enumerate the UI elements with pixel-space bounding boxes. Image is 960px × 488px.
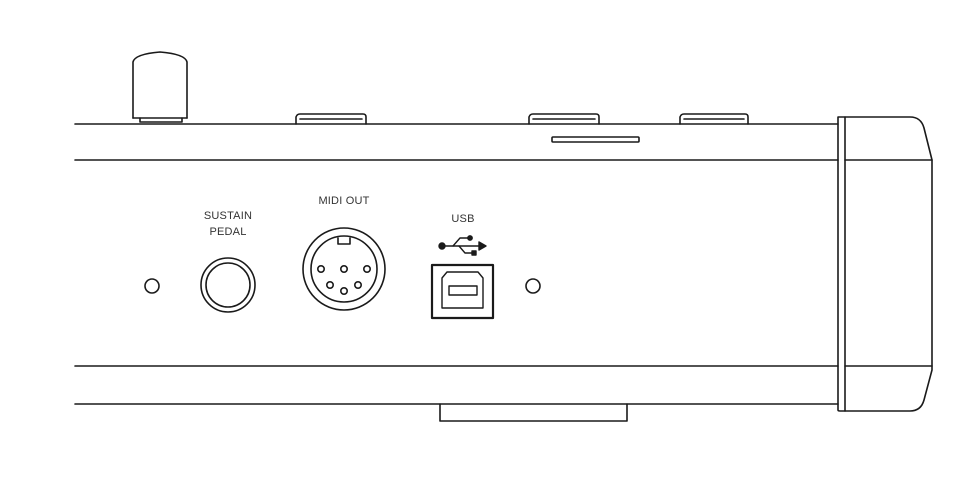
midi-pin-3 — [339, 264, 348, 273]
usb-label: USB — [451, 213, 474, 225]
upper-slot — [551, 136, 640, 143]
left-screw-hole — [144, 278, 160, 294]
sustain-label-line1: SUSTAIN — [204, 210, 252, 222]
midi-out-label: MIDI OUT — [318, 195, 369, 207]
midi-pin-2 — [362, 264, 371, 273]
sustain-label-line2: PEDAL — [209, 226, 246, 238]
right-screw-hole — [525, 278, 541, 294]
usb-trident-icon — [438, 235, 487, 256]
midi-pin-4 — [325, 280, 334, 289]
midi-pin-1 — [316, 264, 325, 273]
top-tab-2 — [528, 113, 600, 125]
bottom-foot — [439, 403, 628, 422]
end-cap — [837, 116, 933, 412]
usb-type-b-port[interactable] — [430, 263, 495, 320]
sustain-pedal-jack[interactable] — [200, 257, 256, 313]
top-tab-1 — [295, 113, 367, 125]
midi-out-port[interactable] — [302, 227, 386, 311]
midi-pin-5 — [353, 280, 362, 289]
top-tab-3 — [679, 113, 749, 125]
top-knob — [132, 51, 188, 123]
midi-pin-6 — [339, 286, 348, 295]
